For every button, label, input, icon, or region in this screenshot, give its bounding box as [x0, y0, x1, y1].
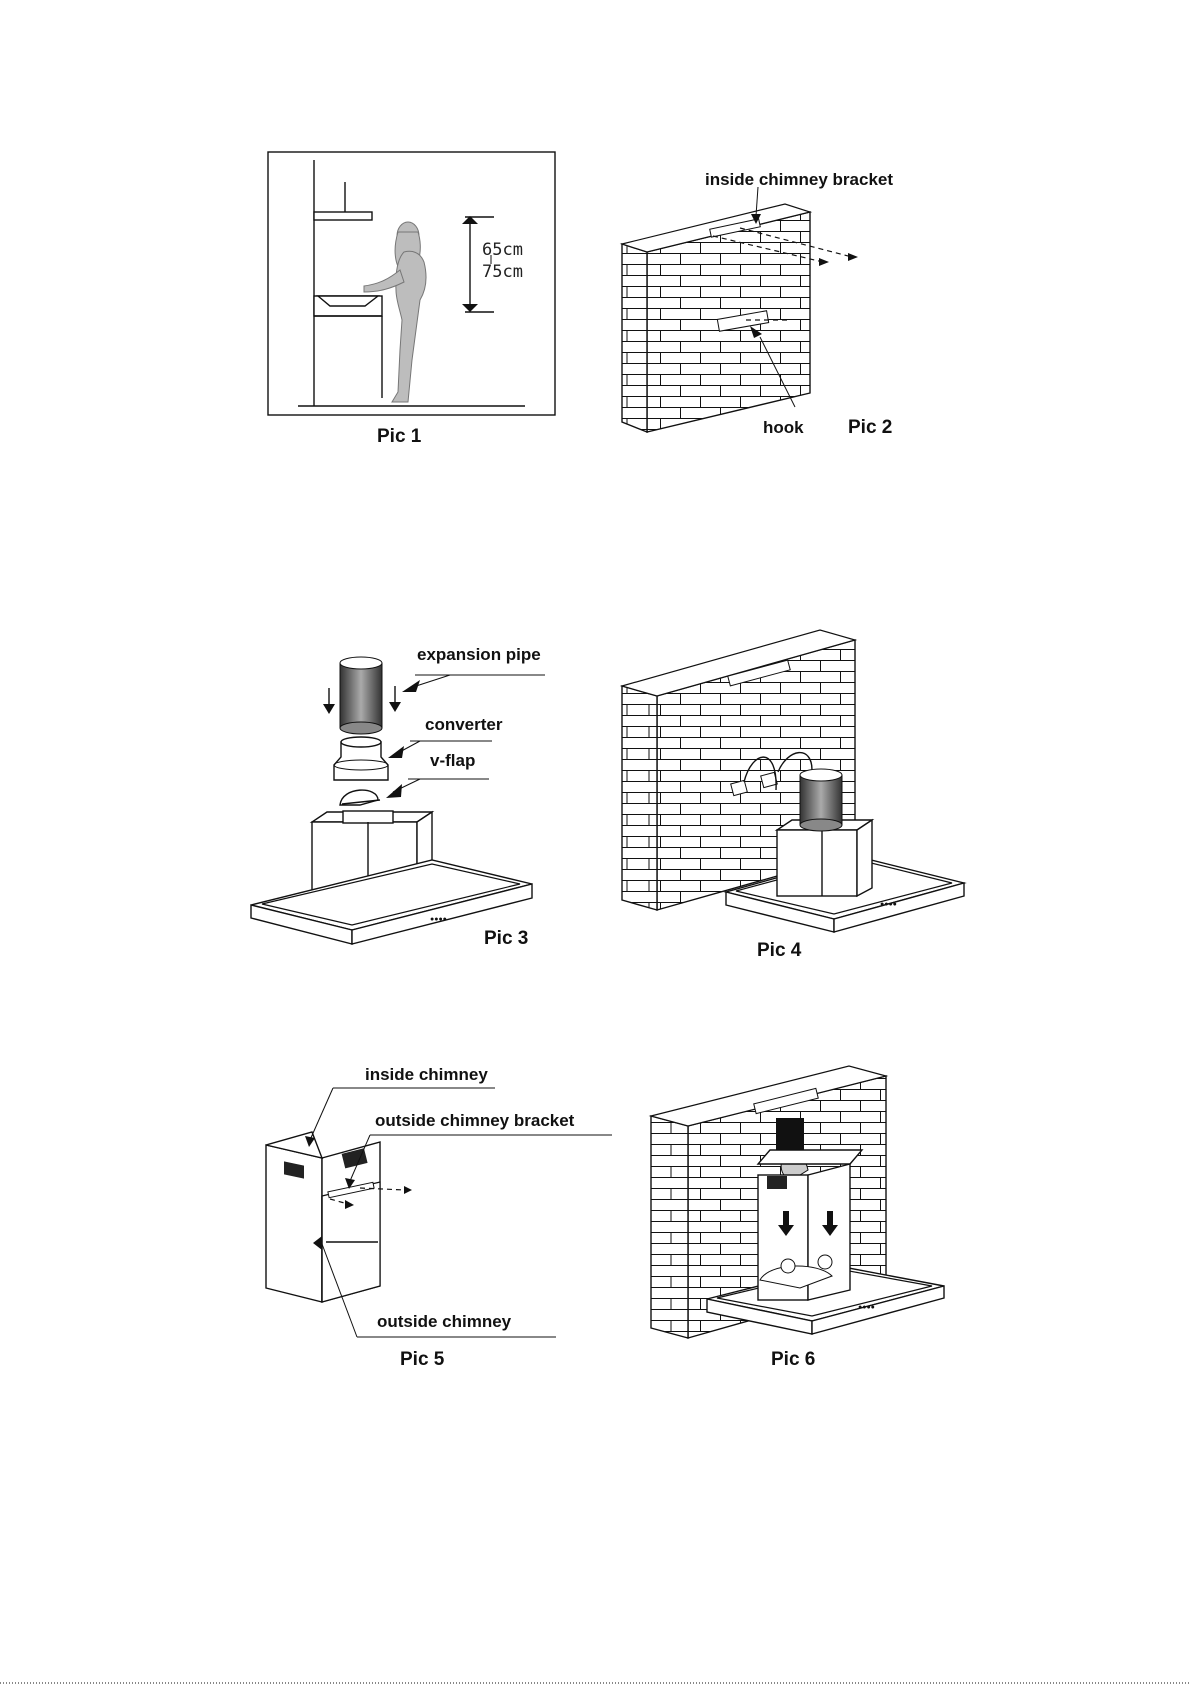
pic3-caption: Pic 3: [484, 928, 528, 949]
bracket-label: inside chimney bracket: [705, 170, 893, 189]
outside-chimney-label: outside chimney: [377, 1312, 512, 1331]
pic4-caption: Pic 4: [757, 940, 802, 961]
control-panel-mark: ●●●●: [430, 916, 447, 923]
pic6-caption: Pic 6: [771, 1349, 815, 1370]
brick-wall-side: [622, 244, 647, 432]
outside-bracket-label: outside chimney bracket: [375, 1111, 575, 1130]
pic5-caption: Pic 5: [400, 1349, 445, 1370]
control-panel-mark: ●●●●: [858, 1304, 875, 1311]
pic1-caption: Pic 1: [377, 426, 422, 447]
control-panel-mark: ●●●●: [880, 901, 897, 908]
expansion-pipe: [800, 769, 842, 831]
expansion-pipe-label: expansion pipe: [417, 645, 541, 664]
pic2-figure: inside chimney bracket hook Pic 2: [622, 170, 893, 438]
outside-chimney: [322, 1182, 380, 1302]
dim-bottom-label: 75cm: [482, 262, 523, 282]
converter: [334, 737, 388, 780]
range-hood-shape: [314, 212, 372, 220]
brick-wall-side: [651, 1116, 688, 1338]
pic3-figure: ●●●● expansion pipe converter v-flap Pic…: [251, 645, 545, 949]
v-flap-label: v-flap: [430, 751, 475, 770]
inside-chimney-label: inside chimney: [365, 1065, 488, 1084]
expansion-pipe: [340, 657, 382, 734]
pic5-figure: inside chimney outside chimney bracket o…: [266, 1065, 612, 1370]
pic4-figure: ●●●● Pic 4: [622, 630, 964, 961]
v-flap: [340, 790, 380, 805]
hook-label: hook: [763, 418, 804, 437]
dim-top-label: 65cm: [482, 240, 523, 260]
brick-wall-side: [622, 686, 657, 910]
pic6-figure: ●●●● Pic 6: [651, 1066, 944, 1370]
pic1-figure: 65cm 75cm Pic 1: [268, 152, 555, 447]
pic2-caption: Pic 2: [848, 417, 892, 438]
converter-label: converter: [425, 715, 503, 734]
